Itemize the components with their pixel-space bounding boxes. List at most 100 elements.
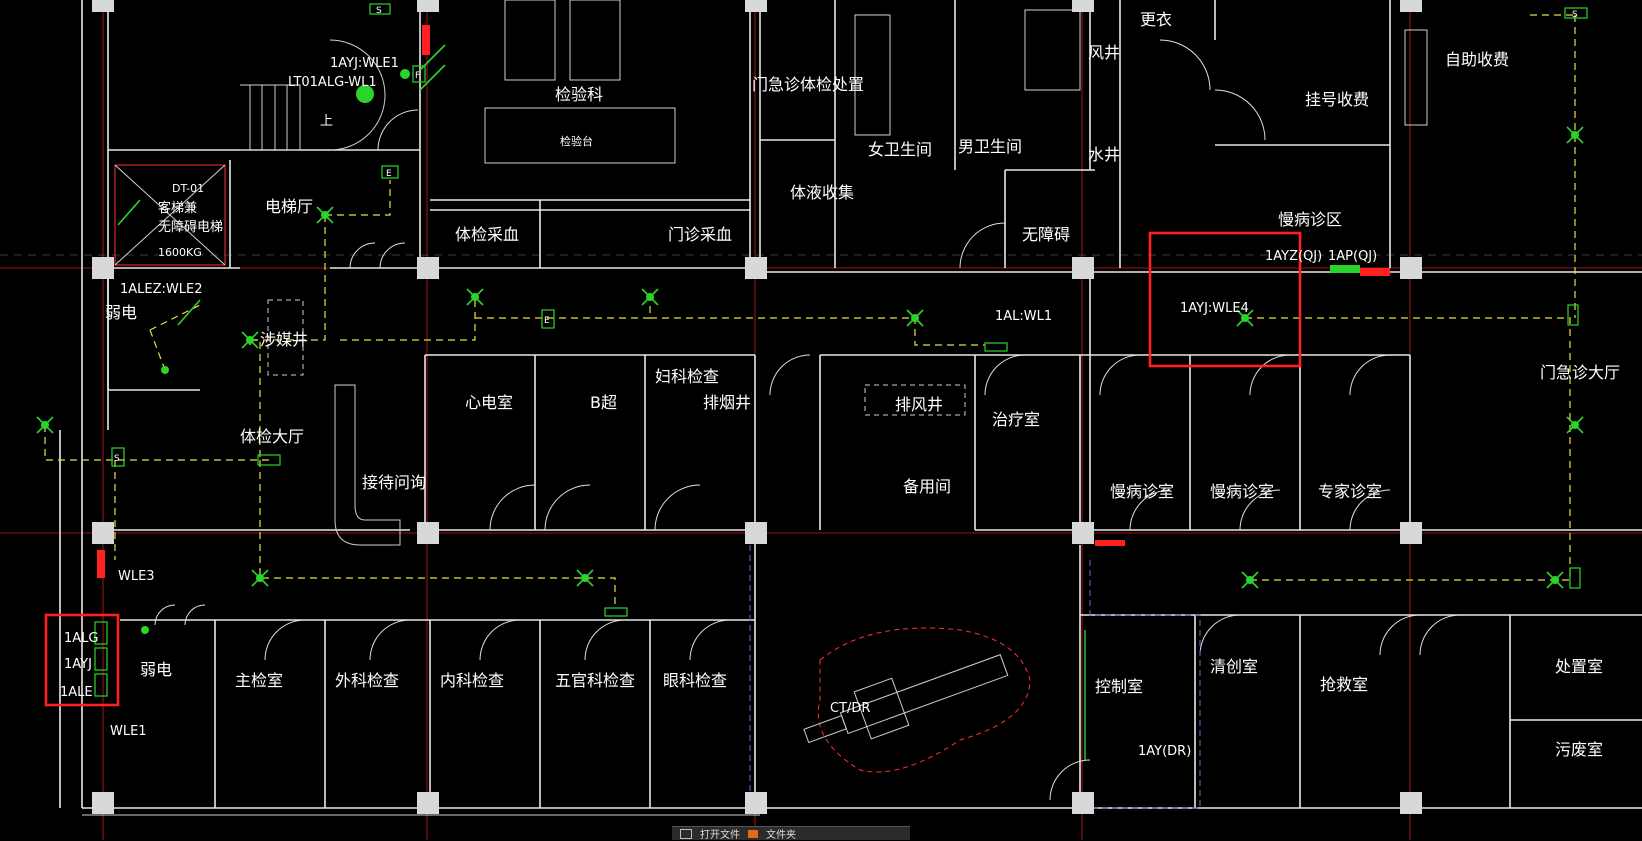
folder-color-icon[interactable] — [748, 829, 758, 838]
room-label-fuke: 妇科检查 — [655, 367, 719, 386]
symbol-s-3: S — [114, 454, 120, 464]
room-label-jianyanke: 检验科 — [555, 85, 603, 104]
toolbar-item-2[interactable]: 文件夹 — [766, 830, 796, 841]
room-label-gengyi: 更衣 — [1140, 10, 1172, 29]
light-fixture — [576, 569, 594, 587]
room-label-jizhen-dating: 门急诊大厅 — [1540, 363, 1620, 382]
room-labels: 检验科 检验台 门急诊体检处置 女卫生间 男卫生间 体液收集 更衣 风井 水井 … — [105, 10, 1620, 759]
highlight-box-panel-group — [44, 613, 120, 707]
room-label-tijian-caixue: 体检采血 — [455, 225, 519, 244]
elevator-block: DT-01 客梯兼 无障碍电梯 1600KG — [158, 182, 223, 259]
room-label-wufei: 污废室 — [1555, 740, 1603, 759]
lighting-wiring — [44, 14, 1576, 605]
room-label-manbing-zhenqu: 慢病诊区 — [1278, 210, 1342, 229]
folder-icon[interactable] — [680, 828, 692, 839]
circuit-label-1ay-dr: 1AY(DR) — [1138, 744, 1191, 759]
toolbar-item-1[interactable]: 打开文件 — [700, 830, 740, 841]
elevator-line1: 客梯兼 — [158, 200, 197, 216]
room-label-tijian-dating: 体检大厅 — [240, 427, 304, 446]
light-fixtures — [36, 44, 1584, 634]
room-label-xindian: 心电室 — [465, 393, 513, 412]
circuit-labels: 1AYJ:WLE1 LT01ALG-WL1 1ALEZ:WLE2 1AL:WL1… — [110, 56, 1377, 759]
symbol-s-2: S — [1572, 10, 1578, 20]
circuit-label-1ap-qj: 1AP(QJ) — [1328, 249, 1377, 264]
room-label-chuzhi: 处置室 — [1555, 657, 1603, 676]
room-label-jianyantai: 检验台 — [560, 134, 593, 148]
room-label-manbing1: 慢病诊室 — [1110, 482, 1174, 501]
room-label-bchao: B超 — [590, 393, 617, 412]
room-label-kongzhi: 控制室 — [1095, 677, 1143, 696]
symbol-e-2: E — [544, 316, 550, 326]
room-label-tiye-shouji: 体液收集 — [790, 183, 854, 202]
zone-boundary — [749, 545, 1201, 809]
circuit-label-1ayj-wle1: 1AYJ:WLE1 — [330, 56, 399, 71]
room-label-zhujian: 主检室 — [235, 671, 283, 690]
circuit-label-wle1: WLE1 — [110, 724, 147, 739]
room-label-jizhen-tijian: 门急诊体检处置 — [752, 75, 864, 94]
light-fixture — [1546, 571, 1564, 589]
room-label-shuijing: 水井 — [1088, 145, 1120, 164]
room-label-nan-wc: 男卫生间 — [958, 137, 1022, 156]
light-fixture — [1566, 416, 1584, 434]
walls — [59, 0, 1642, 816]
room-label-paiyan: 排烟井 — [703, 393, 751, 412]
light-fixture — [161, 366, 169, 374]
light-fixture — [241, 331, 259, 349]
panel-label-1ale: 1ALE — [60, 685, 93, 700]
room-label-qingchuang: 清创室 — [1210, 657, 1258, 676]
room-label-zhiliao: 治疗室 — [992, 410, 1040, 429]
circuit-label-1alez-wle2: 1ALEZ:WLE2 — [120, 282, 203, 297]
symbol-s-1: S — [376, 6, 382, 16]
room-label-menzhen-caixue: 门诊采血 — [668, 225, 732, 244]
light-fixture — [251, 569, 269, 587]
circuit-label-wle3: WLE3 — [118, 569, 155, 584]
room-label-paifeng: 排风井 — [895, 395, 943, 414]
elevator-line2: 无障碍电梯 — [158, 220, 223, 235]
room-label-dianti-ting: 电梯厅 — [265, 197, 313, 216]
light-fixture — [141, 626, 149, 634]
light-fixture — [641, 288, 659, 306]
elevator-load: 1600KG — [158, 246, 202, 259]
light-fixture — [1241, 571, 1259, 589]
room-label-shaomei-jing: 涉媒井 — [260, 330, 308, 349]
light-fixture — [1566, 126, 1584, 144]
room-label-zizhu-shoufei: 自助收费 — [1445, 50, 1509, 69]
room-label-manbing2: 慢病诊室 — [1210, 482, 1274, 501]
room-label-ruodian2: 弱电 — [140, 660, 172, 679]
room-label-waike: 外科检查 — [335, 671, 399, 690]
circuit-label-1al-wl1: 1AL:WL1 — [995, 309, 1052, 324]
room-label-nv-wc: 女卫生间 — [868, 140, 932, 159]
symbol-f: F — [415, 71, 420, 81]
light-fixture — [906, 309, 924, 327]
light-fixture — [1236, 309, 1254, 327]
room-label-fengjing: 风井 — [1088, 43, 1120, 62]
main-light-fixture — [356, 69, 410, 103]
panel-label-1alg: 1ALG — [64, 631, 98, 646]
circuit-label-1ayz-qj: 1AYZ(QJ) — [1265, 249, 1322, 264]
symbol-e-1: E — [386, 169, 392, 179]
light-fixture — [466, 288, 484, 306]
room-label-yanke: 眼科检查 — [663, 671, 727, 690]
stair-label-up: 上 — [320, 114, 333, 129]
room-label-wuzhangai: 无障碍 — [1022, 225, 1070, 244]
elevator-code: DT-01 — [172, 182, 204, 195]
fixtures — [114, 0, 1428, 773]
room-label-neike: 内科检查 — [440, 671, 504, 690]
door-swings — [154, 39, 1461, 801]
panel-group: 1ALG 1AYJ 1ALE — [60, 621, 108, 700]
room-label-beiyong: 备用间 — [903, 477, 951, 496]
room-label-jiedai-wenxun: 接待问询 — [362, 473, 426, 492]
highlight-box-1ayj-wle4 — [1148, 231, 1302, 368]
ctdr-equipment — [803, 627, 1031, 773]
room-label-ctdr: CT/DR — [830, 701, 870, 716]
room-label-zhuanjia: 专家诊室 — [1318, 482, 1382, 501]
room-label-wuguan: 五官科检查 — [555, 671, 635, 690]
bottom-toolbar: 打开文件 文件夹 — [672, 826, 910, 841]
structural-columns — [92, 0, 1422, 814]
room-label-qiangjiu: 抢救室 — [1320, 675, 1368, 694]
circuit-label-1ayj-wle4: 1AYJ:WLE4 — [1180, 301, 1249, 316]
room-label-guahao-shoufei: 挂号收费 — [1305, 90, 1369, 109]
light-fixture — [36, 416, 54, 434]
